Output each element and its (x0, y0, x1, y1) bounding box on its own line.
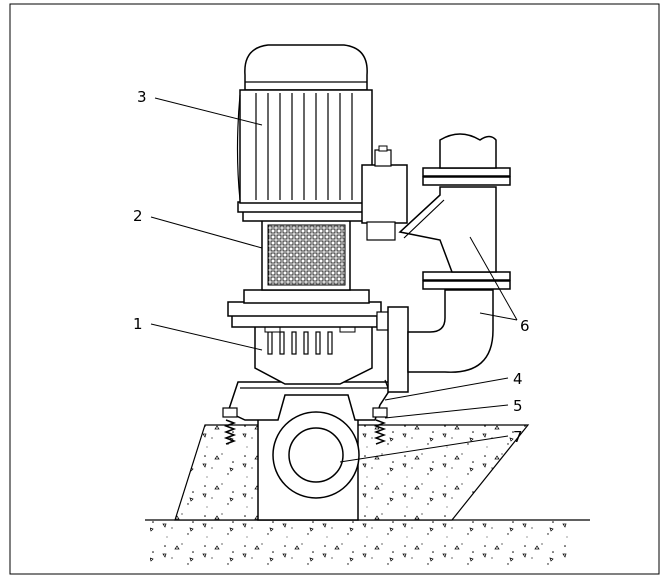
leader-5 (384, 404, 509, 419)
label-7: 7 (513, 428, 523, 446)
label-3: 3 (137, 88, 147, 106)
label-5: 5 (513, 397, 523, 415)
middle-flange (227, 301, 382, 317)
pipe-flange-lower-a (422, 271, 511, 281)
anchor-bolt-right (372, 407, 388, 445)
label-6: 6 (520, 317, 530, 335)
pipe-flange-upper-a (422, 167, 511, 177)
label-4: 4 (513, 370, 523, 388)
cable-gland (366, 221, 396, 241)
leader-3 (154, 97, 263, 126)
label-1: 1 (133, 315, 143, 333)
motor-fins (255, 93, 353, 200)
discharge-elbow (407, 289, 494, 373)
discharge-nozzle (376, 311, 390, 331)
inlet-pipe-inner (288, 427, 344, 483)
terminal-box (361, 164, 408, 224)
discharge-flange (387, 306, 409, 393)
coupling-guard-mesh (267, 224, 346, 286)
leader-7 (339, 435, 509, 463)
leader-6a (469, 236, 518, 321)
check-valve-body (398, 186, 497, 273)
leader-1 (150, 323, 263, 351)
pipe-flange-upper-b (422, 176, 511, 186)
upper-flange (243, 289, 370, 304)
label-2: 2 (133, 207, 143, 225)
motor-body (239, 89, 373, 204)
ground-fill (150, 521, 570, 566)
leader-4 (384, 377, 509, 401)
leader-6b (479, 312, 518, 321)
lower-flange (231, 314, 378, 328)
leader-2 (150, 216, 263, 249)
motor-fan-cover (244, 44, 368, 91)
upper-pipe-break (439, 133, 497, 169)
pipe-flange-lower-b (422, 280, 511, 290)
anchor-bolt-left (222, 407, 238, 445)
casing-ribs (267, 331, 333, 355)
frame-border (9, 3, 660, 575)
